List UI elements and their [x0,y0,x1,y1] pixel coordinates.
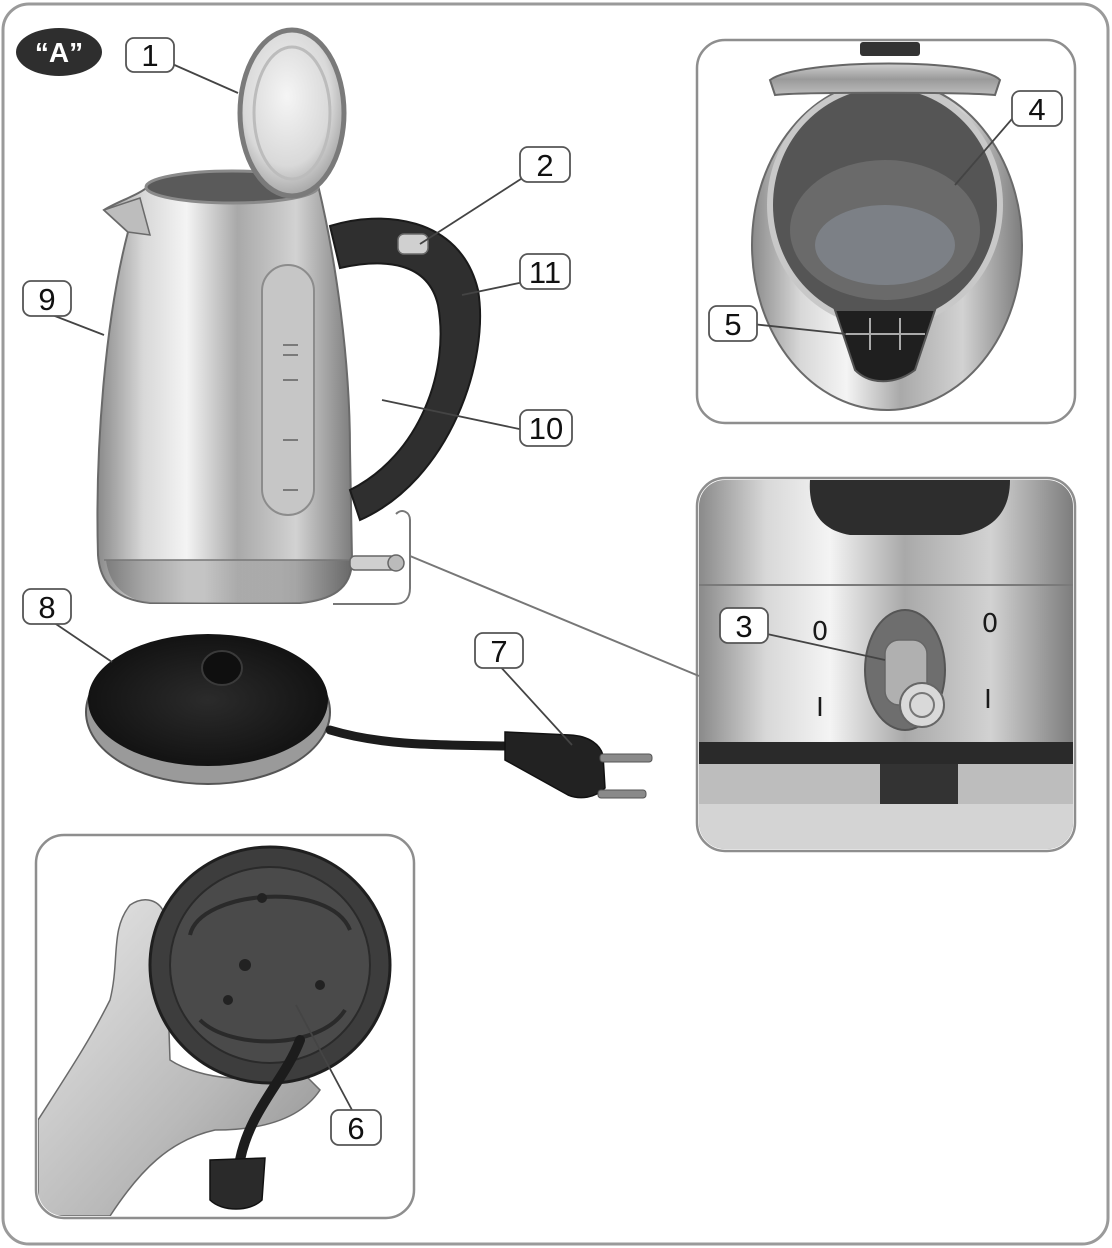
closeup-connector-line [409,555,700,677]
kettle-illustration [96,27,482,605]
power-base-illustration [85,634,653,799]
callout-10-label: 10 [529,411,563,446]
callout-9-label: 9 [38,282,55,317]
kettle-handle [328,217,482,522]
callout-2: 2 [519,146,571,183]
callout-11-label: 11 [529,255,561,290]
callout-3: 3 [719,607,769,644]
callout-8: 8 [22,588,72,625]
switch-mark-on-right: I [984,685,992,715]
callout-1-label: 1 [141,38,158,73]
switch-mark-off-left: 0 [812,617,829,647]
callout-4: 4 [1011,90,1063,127]
power-base-connector [201,650,243,686]
hand [38,899,321,1216]
inset-interior-view [695,38,1077,425]
callout-7-label: 7 [490,634,507,669]
leader-lines [28,62,1019,1111]
inset-switch-closeup: 0 0 I I [695,476,1077,853]
callout-5-label: 5 [724,307,741,342]
callout-6: 6 [330,1109,382,1146]
water-level-marks [283,344,298,491]
water-level-window [261,264,315,516]
callout-1: 1 [125,37,175,73]
kettle-base-band [106,560,352,603]
callout-11: 11 [519,253,571,290]
kettle-lid [237,27,347,199]
figure-badge-label: “A” [35,37,83,68]
closeup-handle-base [809,480,1010,535]
callout-8-label: 8 [38,590,55,625]
switch-highlight-outline [333,510,411,605]
callout-7: 7 [474,632,524,669]
interior-filter [833,309,937,383]
on-off-switch [349,554,405,572]
callout-10: 10 [519,409,573,447]
power-cord [325,725,510,751]
callout-9: 9 [22,280,72,317]
base-plug [209,1157,266,1210]
callout-3-label: 3 [735,609,752,644]
interior-lid [768,62,1002,97]
inset-base-underside [34,833,416,1220]
callout-4-label: 4 [1028,92,1045,127]
callout-2-label: 2 [536,148,553,183]
switch-mark-off-right: 0 [982,609,999,639]
callout-5: 5 [708,305,758,342]
power-plug [504,731,653,799]
power-base-top [88,634,328,766]
lid-release-button [397,233,429,255]
switch-mark-on-left: I [816,693,824,723]
figure-badge: “A” [16,28,102,76]
callout-6-label: 6 [347,1111,364,1146]
base-cord [235,1035,305,1165]
kettle-spout [102,197,152,236]
closeup-switch-pin [884,639,945,728]
